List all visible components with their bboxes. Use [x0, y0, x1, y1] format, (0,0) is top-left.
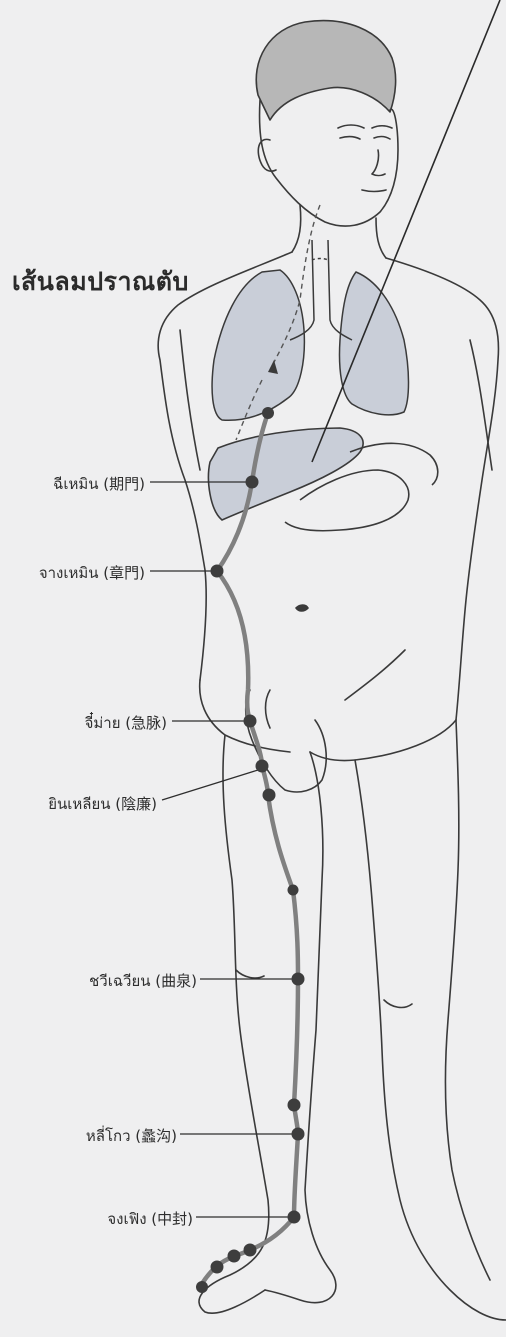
- label-zhongfeng: จงเฟิง (中封): [107, 1210, 193, 1228]
- meridian-line: [197, 410, 301, 1290]
- point-upper-chest: [262, 407, 274, 419]
- right-lung: [338, 271, 410, 416]
- left-lung: [211, 269, 306, 421]
- label-ligou: หลี่โกว (蠡沟): [85, 1127, 177, 1145]
- right-leg-outline: [354, 759, 506, 1321]
- liver: [207, 427, 364, 521]
- point-foot-2: [227, 1249, 241, 1263]
- point-foot-4: [196, 1281, 208, 1293]
- point-shin: [287, 1098, 301, 1112]
- label-yinlian: ยินเหลียน (陰廉): [48, 795, 157, 813]
- left-leg-outline: [198, 734, 270, 1314]
- point-ligou: [291, 1127, 305, 1141]
- pelvis-outline: [198, 679, 291, 753]
- point-ququan: [291, 972, 305, 986]
- point-qimen: [245, 475, 259, 489]
- label-jimai: จี๋ม่าย (急脉): [84, 714, 167, 732]
- neck: [291, 204, 302, 253]
- ear: [257, 138, 277, 172]
- point-foot-1: [243, 1243, 257, 1257]
- point-thigh: [262, 788, 276, 802]
- point-yinlian: [255, 759, 269, 773]
- navel: [295, 604, 309, 612]
- hair: [255, 19, 397, 121]
- label-qimen: ฉีเหมิน (期門): [53, 475, 145, 493]
- stomach: [284, 469, 410, 532]
- diagram-title: เส้นลมปราณตับ: [12, 267, 189, 296]
- torso-outline: [157, 251, 293, 681]
- label-zhangmen: จางเหมิน (章門): [38, 564, 145, 582]
- point-jimai: [243, 714, 257, 728]
- point-zhangmen: [210, 564, 224, 578]
- point-zhongfeng: [287, 1210, 301, 1224]
- head-outline: [258, 99, 399, 227]
- point-thigh-2: [287, 884, 299, 896]
- label-ququan: ชวีเฉวียน (曲泉): [89, 972, 197, 990]
- point-foot-3: [210, 1260, 224, 1274]
